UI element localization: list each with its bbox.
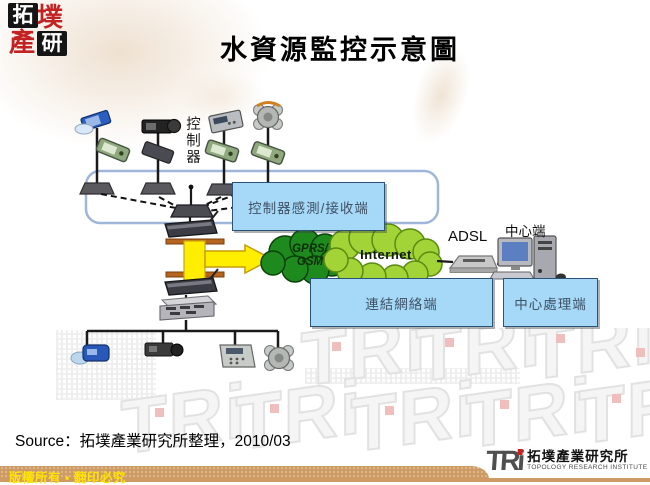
watermark-dot [270,404,279,413]
watermark-dot [636,348,645,357]
watermark-dot [445,338,454,347]
end-device-meter [219,344,256,368]
internet-label: Internet [360,247,412,262]
wired-bus [85,320,280,348]
controller-group-label: 控制器 [184,116,200,166]
sensor-device-controller [208,109,244,134]
end-device-valve [263,344,295,372]
gprs-label-line1: GPRS/ [292,243,328,255]
center-processing-box: 中心處理端 [503,278,598,327]
wireless-links [100,193,248,212]
uplink-arrow [165,238,274,284]
adsl-modem [448,255,498,273]
copyright-notice: 版權所有 ▪ 翻印必究 [9,471,126,485]
tri-footer-logo: TRi 拓墣產業研究所 TOPOLOGY RESEARCH INSTITUTE [485,445,647,476]
center-endpoint-label: 中心端 [505,224,546,239]
watermark-dot [385,406,394,415]
watermark-dot [500,400,509,409]
gprs-gsm-label: GPRS/ GSM [280,243,340,268]
tri-org-english: TOPOLOGY RESEARCH INSTITUTE [527,464,648,472]
sensor-receiver-box: 控制器感測/接收端 [232,182,385,231]
handheld-meter [203,138,241,164]
source-citation: Source：拓墣產業研究所整理，2010/03 [15,433,291,450]
sensor-accessory [74,123,94,135]
wireless-hub [169,184,215,218]
pole-base [79,182,115,195]
pole-base [140,182,176,195]
watermark-dot [556,334,565,343]
adsl-label: ADSL [448,228,488,245]
tri-watermark-layer: TRi TRi TRi TRi TRi TRi TRi TRi [0,328,650,466]
end-device-camera [144,342,184,357]
center-computer [489,235,566,281]
end-device-blue-pump [70,344,110,365]
tri-brand-red-dot [517,449,523,455]
noise-texture [56,330,156,400]
switch-device [159,295,218,321]
tri-org-names: 拓墣產業研究所 TOPOLOGY RESEARCH INSTITUTE [527,450,647,472]
watermark-dot [612,394,621,403]
footer-bar-thin [0,477,650,482]
noise-texture [305,368,520,384]
tri-org-chinese: 拓墣產業研究所 [527,449,629,465]
handheld-meter [94,136,132,164]
watermark-dot [332,342,341,351]
gprs-label-line2: GSM [296,255,324,268]
sensor-device-valve [252,101,284,131]
sensor-device-camera [141,118,182,134]
tri-brand-mark: TRi [485,445,523,476]
page-title: 水資源監控示意圖 [220,35,460,65]
network-link-box: 連結網絡端 [310,278,493,327]
watermark-dot [155,408,164,417]
adsl-link-line [436,259,454,264]
